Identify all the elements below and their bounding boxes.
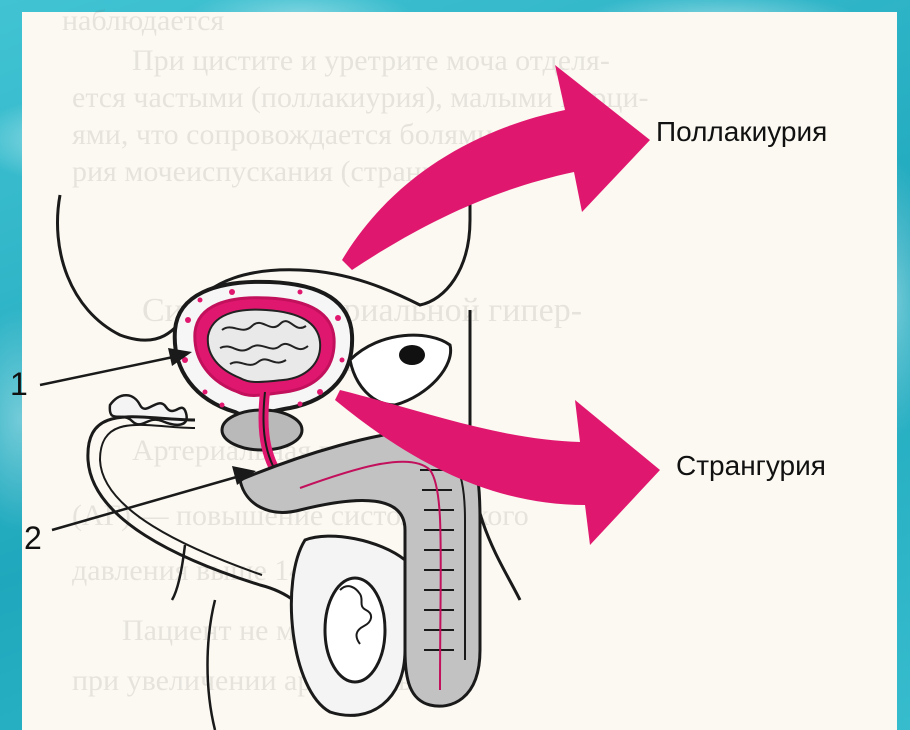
- pubic-bone: [350, 335, 451, 405]
- pointer-line-1: [40, 356, 178, 385]
- marker-1: 1: [10, 366, 28, 403]
- pollakiuria-arrow: [342, 65, 650, 270]
- testis: [325, 578, 385, 682]
- pollakiuria-label: Поллакиурия: [656, 116, 827, 148]
- pubic-bone-dark: [399, 345, 425, 365]
- thigh-line-lower: [208, 600, 216, 730]
- marker-2: 2: [24, 520, 42, 557]
- stranguria-label: Странгурия: [676, 450, 826, 482]
